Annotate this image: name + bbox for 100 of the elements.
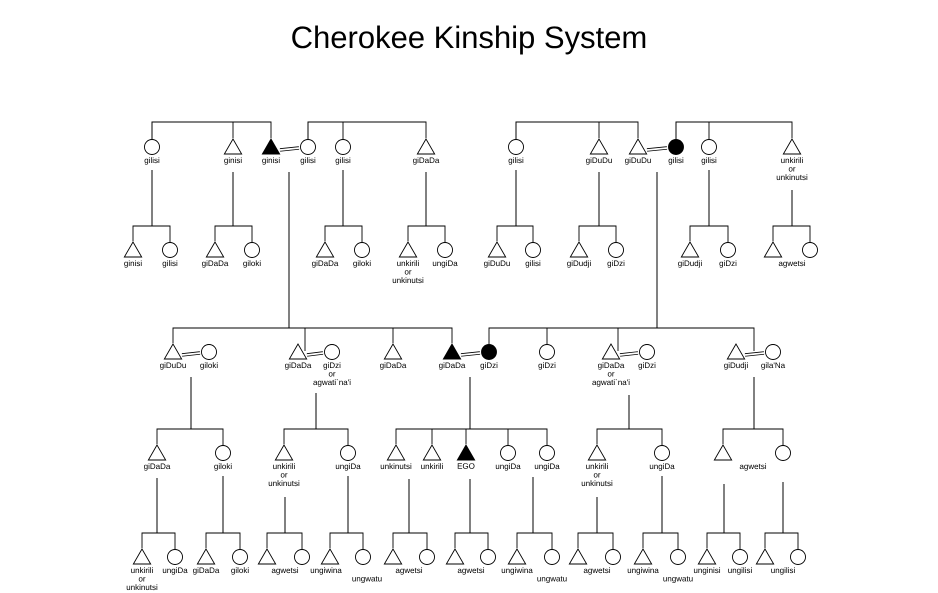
kinship-term: gilisi	[508, 157, 524, 165]
descent-line	[156, 478, 176, 550]
kinship-term: giDuDu	[160, 362, 186, 370]
descent-line	[152, 170, 170, 242]
kinship-term: agwetsi	[740, 463, 766, 471]
circle-symbol	[480, 549, 496, 565]
descent-line	[532, 476, 552, 550]
descent-line	[152, 122, 272, 140]
descent-line	[792, 190, 810, 242]
marriage-sign	[306, 351, 324, 357]
descent-line	[516, 122, 638, 140]
kinship-term: giDaDa	[380, 362, 406, 370]
descent-line	[284, 496, 302, 550]
kinship-term: giDaDa	[144, 463, 170, 471]
descent-line	[598, 172, 616, 242]
descent-line	[724, 484, 740, 550]
kinship-term: giDzi	[538, 362, 556, 370]
descent-line	[408, 478, 428, 550]
descent-line	[676, 122, 792, 140]
kinship-term: gilisi	[668, 157, 684, 165]
kinship-term: giDuDu	[586, 157, 612, 165]
marriage-sign	[620, 351, 638, 357]
kinship-term: unkirili or unkinutsi	[126, 567, 158, 590]
kinship-term: EGO	[458, 463, 474, 469]
descent-line	[232, 172, 252, 242]
kinship-term: giDuDu	[484, 260, 510, 268]
descent-line	[288, 172, 452, 344]
kinship-term: gilisi	[300, 157, 316, 165]
descent-line	[190, 376, 224, 446]
kinship-term: giloki	[353, 260, 371, 268]
kinship-term: giDuDu	[625, 157, 651, 165]
title: Cherokee Kinship System	[292, 26, 646, 54]
kinship-term: ungiDa	[496, 463, 521, 471]
kinship-term: giloki	[214, 463, 232, 471]
circle-symbol	[294, 549, 310, 565]
kinship-term: agwetsi	[396, 567, 422, 575]
kinship-term: agwetsi	[458, 567, 484, 575]
kinship-term: ungiwina	[310, 567, 342, 575]
kinship-term: unkirili or unkinutsi	[392, 260, 424, 284]
kinship-term: giloki	[243, 260, 261, 268]
kinship-term: giloki	[200, 362, 218, 370]
descent-line	[348, 476, 364, 550]
marriage-sign	[460, 351, 480, 357]
kinship-term: giDaDa	[285, 362, 312, 370]
kinship-term: giDaDa	[312, 260, 338, 268]
marriage-sign	[646, 146, 668, 152]
circle-symbol	[802, 242, 818, 258]
kinship-term: ungiDa	[162, 567, 188, 575]
kinship-term: unginisi	[694, 567, 720, 575]
circle-symbol	[775, 445, 791, 461]
kinship-term: ungiwina	[502, 567, 533, 575]
descent-line	[656, 172, 754, 352]
marriage-sign	[280, 146, 300, 152]
kinship-term: ungilisi	[771, 567, 795, 575]
kinship-term: gilisi	[162, 260, 178, 268]
kinship-term: ungwatu	[537, 576, 567, 584]
kinship-term: giDzi	[607, 260, 624, 268]
circle-symbol	[605, 549, 621, 565]
descent-line	[596, 496, 614, 550]
descent-line	[628, 394, 662, 446]
kinship-term: giDzi or agwati`na'i	[313, 362, 350, 387]
kinship-term: giDaDa	[413, 157, 440, 165]
kinship-term: giDzi	[719, 260, 736, 268]
descent-line	[308, 122, 426, 140]
kinship-term: giloki	[231, 567, 249, 575]
marriage-sign	[744, 351, 764, 357]
kinship-term: giDudji	[567, 260, 591, 268]
kinship-term: giDaDa	[439, 362, 466, 370]
kinship-term: gilisi	[336, 157, 350, 165]
kinship-term: ungiDa	[534, 463, 560, 471]
kinship-term: ungwatu	[352, 576, 382, 584]
kinship-term: agwetsi	[778, 260, 806, 268]
kinship-term: giDudji	[678, 260, 702, 268]
kinship-term: unkirili	[421, 463, 443, 470]
kinship-term: gila'Na	[761, 362, 786, 370]
kinship-term: agwetsi	[272, 567, 298, 575]
kinship-term: unkinutsi	[380, 463, 412, 470]
descent-line	[662, 476, 678, 550]
kinship-term: giDzi	[638, 362, 656, 370]
circle-symbol	[419, 549, 435, 565]
kinship-term: ginisi	[124, 260, 142, 268]
marriage-sign	[182, 351, 200, 357]
descent-line	[782, 482, 798, 550]
kinship-term: gilisi	[144, 157, 160, 165]
descent-line	[426, 172, 446, 242]
kinship-term: giDzi	[480, 362, 498, 370]
descent-line	[754, 376, 784, 446]
kinship-term: ungwatu	[663, 576, 693, 584]
kinship-term: ungiDa	[432, 260, 458, 268]
kinship-term: agwetsi	[584, 567, 610, 575]
descent-line	[316, 392, 348, 446]
descent-line	[222, 476, 240, 550]
kinship-term: unkirili or unkinutsi	[776, 157, 808, 180]
kinship-term: unkirili or unkinutsi	[268, 463, 300, 486]
descent-line	[470, 376, 548, 446]
kinship-term: ginisi	[224, 157, 242, 165]
kinship-term: unkirili or unkinutsi	[582, 463, 612, 486]
kinship-term: ungiDa	[336, 463, 361, 471]
kinship-term: ginisi	[262, 157, 280, 165]
kinship-term: gilisi	[702, 157, 716, 165]
